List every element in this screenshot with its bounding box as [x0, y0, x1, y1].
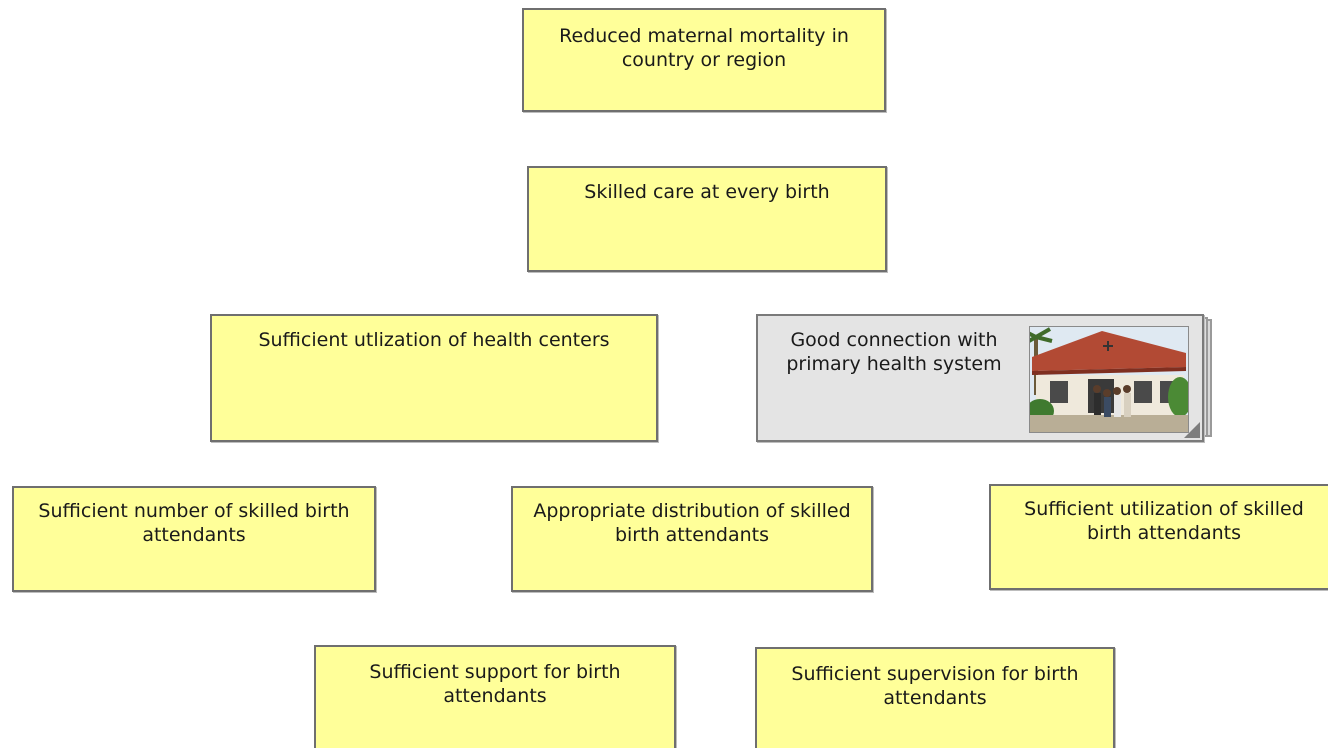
- node-label: Appropriate distribution of skilled birt…: [533, 500, 851, 546]
- node-skilled-care[interactable]: Skilled care at every birth: [527, 166, 887, 272]
- node-label: Good connection with primary health syst…: [786, 329, 1002, 375]
- node-support-birth-attendants[interactable]: Sufficient support for birth attendants: [314, 645, 676, 748]
- node-primary-health-connection[interactable]: Good connection with primary health syst…: [756, 314, 1204, 442]
- node-number-skilled-attendants[interactable]: Sufficient number of skilled birth atten…: [12, 486, 376, 592]
- node-label: Sufficient supervision for birth attenda…: [791, 663, 1079, 709]
- stack-corner-icon: [1184, 422, 1200, 438]
- node-supervision-birth-attendants[interactable]: Sufficient supervision for birth attenda…: [755, 647, 1115, 748]
- node-utilization-skilled-attendants[interactable]: Sufficient utilization of skilled birth …: [989, 484, 1328, 590]
- node-label: Reduced maternal mortality in country or…: [559, 25, 849, 71]
- node-utilization-health-centers[interactable]: Sufficient utlization of health centers: [210, 314, 658, 442]
- health-center-photo-icon: [1029, 326, 1189, 433]
- node-reduced-maternal-mortality[interactable]: Reduced maternal mortality in country or…: [522, 8, 886, 112]
- node-label: Sufficient support for birth attendants: [369, 661, 621, 707]
- node-label: Sufficient utlization of health centers: [258, 329, 610, 351]
- node-label: Sufficient number of skilled birth atten…: [38, 500, 350, 546]
- node-distribution-skilled-attendants[interactable]: Appropriate distribution of skilled birt…: [511, 486, 873, 592]
- node-label: Sufficient utilization of skilled birth …: [1024, 498, 1304, 544]
- node-label: Skilled care at every birth: [584, 181, 830, 203]
